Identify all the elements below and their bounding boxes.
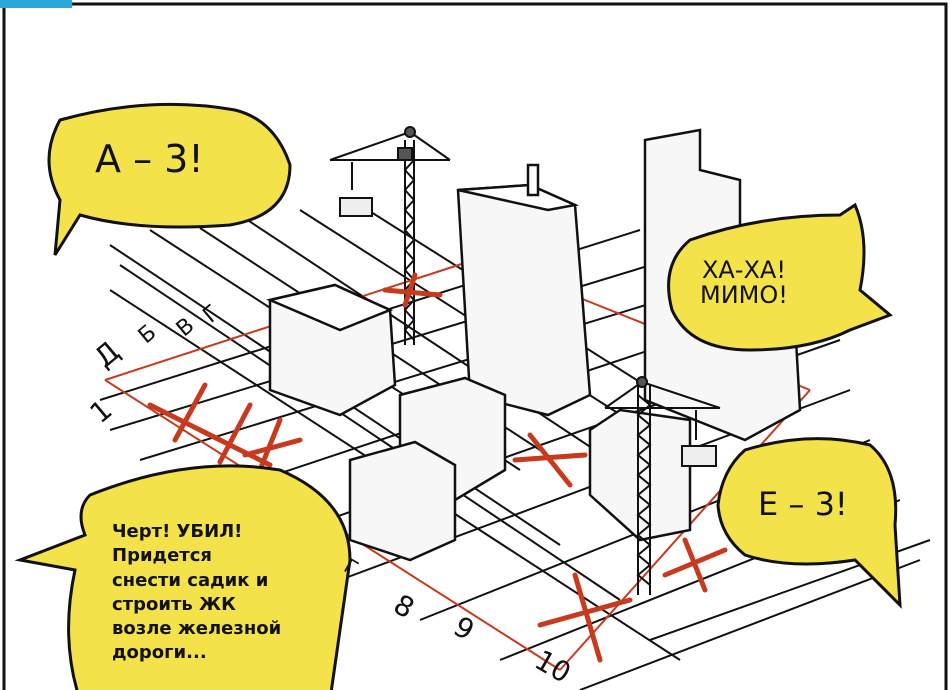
crane-left [329, 126, 451, 345]
bubble-top-left-shape [47, 102, 292, 256]
hit-marks [147, 272, 728, 663]
bubble-line: Придется [112, 545, 212, 567]
bubble-line: дороги... [112, 642, 207, 664]
bubble-bottom-right-shape [716, 437, 902, 609]
box-right [588, 408, 692, 542]
speech-bubble-bottom-right: Е – 3! [758, 485, 848, 523]
speech-bubble-right: ХА-ХА! МИМО! [700, 256, 788, 310]
bubble-line: строить ЖК [112, 593, 236, 615]
box-front [348, 440, 457, 562]
bubble-line: Черт! УБИЛ! [112, 521, 243, 542]
bubble-right-shape [667, 202, 893, 352]
tower [456, 183, 592, 417]
bubble-line: возле железной [112, 618, 282, 640]
bubble-line: МИМО! [700, 281, 788, 310]
corner-tab [0, 0, 72, 8]
bubble-line: снести садик и [112, 569, 269, 591]
bubble-line: ХА-ХА! [701, 256, 786, 284]
speech-bubble-top-left: А – 3! [95, 137, 204, 181]
crane-right [604, 376, 721, 595]
bubble-bottom-left-shape [14, 464, 352, 690]
speech-bubble-bottom-left: Черт! УБИЛ! Придется снести садик и стро… [112, 520, 352, 666]
